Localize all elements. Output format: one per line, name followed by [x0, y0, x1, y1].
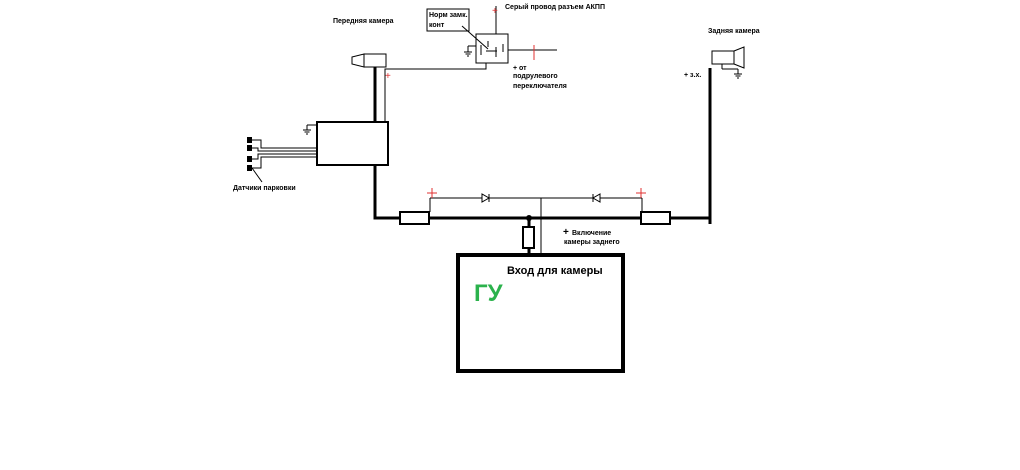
rear-enable-label-line2: камеры заднего [564, 239, 620, 246]
front-video-to-hu-wire [373, 165, 400, 220]
rear-enable-label-line1: Включение [572, 230, 611, 237]
front-resistor [399, 211, 430, 225]
parking-sensors-wiring [252, 139, 317, 169]
parking-sensor-icons [247, 137, 252, 171]
head-unit [456, 253, 625, 373]
camera-input-label: Вход для камеры [507, 265, 603, 277]
head-unit-label: ГУ [474, 280, 504, 307]
diode-right-plus-mark [636, 188, 646, 198]
parking-sensor-3-icon [247, 156, 252, 162]
front-camera-power-wire [384, 63, 487, 122]
steering-switch-label-line3: переключателя [513, 83, 567, 90]
parking-sensor-2-icon [247, 145, 252, 151]
steering-switch-label-line2: подрулевого [513, 73, 558, 80]
front-camera-plus-mark: + [385, 71, 391, 82]
parking-sensors-pointer [251, 167, 263, 183]
parking-sensor-4-icon [247, 165, 252, 171]
input-resistor [522, 226, 535, 249]
relay-note-box [426, 8, 470, 32]
gray-wire-plus-mark: + [492, 6, 498, 17]
parking-sensors-label: Датчики парковки [233, 185, 296, 192]
diode-left-plus-mark [427, 188, 437, 198]
unit-ground-icon [303, 124, 317, 135]
reverse-light-label: + з.х. [684, 72, 701, 79]
parking-control-unit [316, 121, 389, 166]
relay-note-pointer [461, 25, 489, 50]
rear-camera-icon [711, 46, 745, 69]
diode-right-icon [591, 193, 601, 203]
rear-resistor [640, 211, 671, 225]
relay-note-line1: Норм замк. [429, 12, 468, 19]
relay-icon [475, 33, 509, 64]
gray-wire-label: Серый провод разъем АКПП [505, 3, 605, 11]
diode-left-icon [481, 193, 491, 203]
rear-camera-ground-icon [721, 64, 742, 79]
parking-sensor-1-icon [247, 137, 252, 143]
rear-enable-plus-mark: + [563, 227, 569, 238]
relay-note-line2: конт [429, 22, 445, 29]
front-camera-label: Передняя камера [333, 18, 394, 25]
relay-ground-icon [464, 45, 476, 57]
steering-switch-label-line1: + от [513, 65, 527, 72]
front-camera-icon [351, 53, 387, 68]
rear-camera-label: Задняя камера [708, 28, 760, 35]
